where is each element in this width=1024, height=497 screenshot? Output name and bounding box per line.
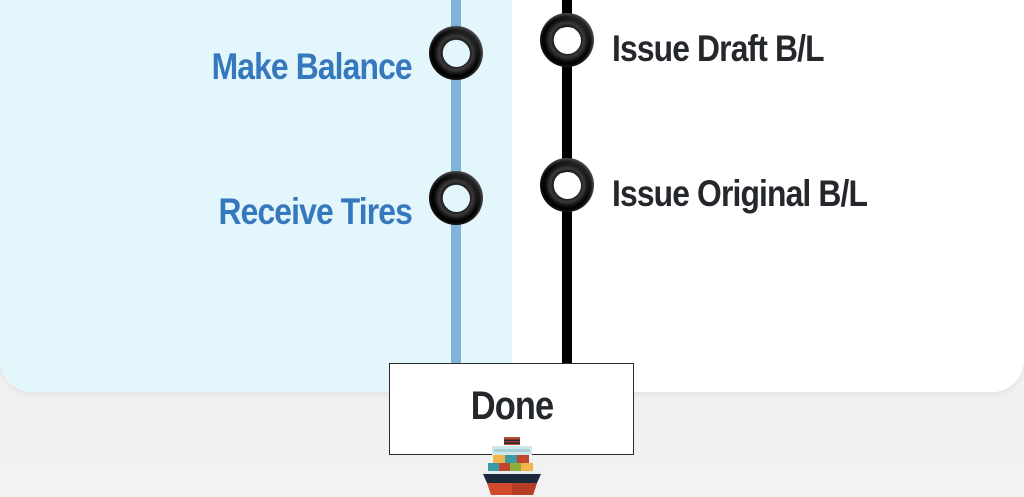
tire-icon <box>429 26 483 80</box>
tire-icon <box>540 158 594 212</box>
step-receive-tires: Receive Tires <box>218 191 413 232</box>
tire-icon <box>540 13 594 67</box>
tire-icon <box>429 171 483 225</box>
cargo-ship-icon <box>483 437 541 495</box>
right-lane-panel <box>512 0 1024 392</box>
step-issue-original-bl: Issue Original B/L <box>612 173 868 214</box>
step-issue-draft-bl: Issue Draft B/L <box>612 28 825 69</box>
step-make-balance: Make Balance <box>211 46 413 87</box>
timeline-card <box>0 0 1024 392</box>
done-label: Done <box>470 383 553 428</box>
left-lane-panel <box>0 0 512 392</box>
